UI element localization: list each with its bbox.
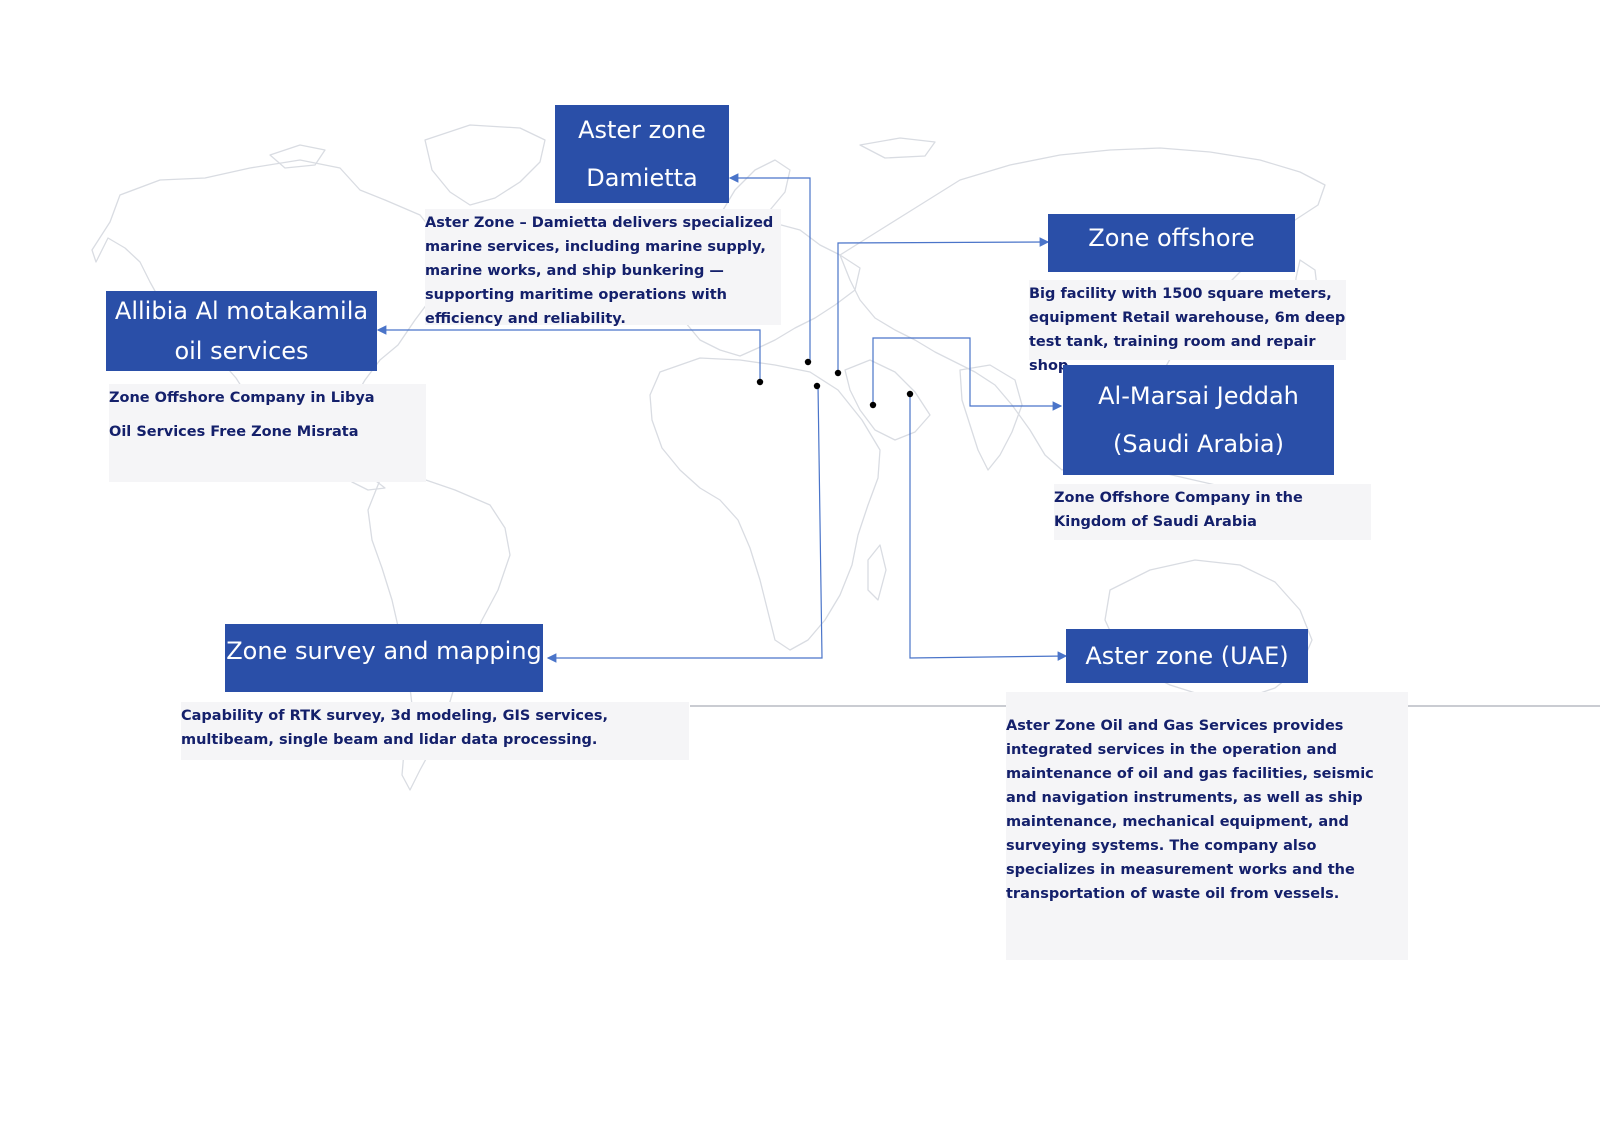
scandinavia-outline — [719, 159, 791, 216]
survey-title-box: Zone survey and mapping — [225, 624, 543, 692]
uae-description: Aster Zone Oil and Gas Services provides… — [1006, 718, 1374, 902]
damietta-title-box: Aster zone Damietta — [555, 105, 729, 203]
jeddah-description-box: Zone Offshore Company in the Kingdom of … — [1054, 484, 1371, 540]
madagascar-outline — [867, 544, 887, 601]
uae-title-box: Aster zone (UAE) — [1066, 629, 1308, 683]
offshore-title: Zone offshore — [1088, 224, 1255, 252]
india-outline — [959, 364, 1023, 471]
libya-description-line2: Oil Services Free Zone Misrata — [109, 424, 359, 440]
libya-description-box: Zone Offshore Company in Libya Oil Servi… — [109, 384, 426, 482]
libya-description-line1: Zone Offshore Company in Libya — [109, 390, 375, 406]
greenland-outline — [424, 124, 546, 206]
uae-title: Aster zone (UAE) — [1085, 642, 1289, 670]
survey-description: Capability of RTK survey, 3d modeling, G… — [181, 708, 608, 748]
damietta-title-line1: Aster zone — [578, 116, 706, 144]
arabia-outline — [844, 359, 931, 441]
damietta-description-box: Aster Zone – Damietta delivers specializ… — [425, 209, 781, 327]
uae-description-box: Aster Zone Oil and Gas Services provides… — [1006, 692, 1408, 960]
libya-title-line1: Allibia Al motakamila — [114, 297, 369, 325]
damietta-description: Aster Zone – Damietta delivers specializ… — [425, 215, 774, 327]
offshore-description-box: Big facility with 1500 square meters, eq… — [1029, 280, 1346, 374]
jeddah-title-line1: Al-Marsai Jeddah — [1098, 382, 1299, 410]
survey-title: Zone survey and mapping — [226, 637, 542, 665]
libya-title-line2: oil services — [174, 337, 309, 365]
libya-title-box: Allibia Al motakamila oil services — [106, 291, 377, 371]
jeddah-title-line2: (Saudi Arabia) — [1112, 430, 1284, 458]
offshore-title-box: Zone offshore — [1048, 214, 1295, 272]
arctic-islands-outline — [269, 137, 936, 169]
jeddah-title-box: Al-Marsai Jeddah (Saudi Arabia) — [1063, 365, 1334, 475]
offshore-description: Big facility with 1500 square meters, eq… — [1029, 286, 1346, 374]
africa-outline — [649, 357, 881, 651]
damietta-title-line2: Damietta — [586, 164, 698, 192]
survey-description-box: Capability of RTK survey, 3d modeling, G… — [181, 702, 689, 760]
jeddah-description: Zone Offshore Company in the Kingdom of … — [1054, 490, 1303, 530]
